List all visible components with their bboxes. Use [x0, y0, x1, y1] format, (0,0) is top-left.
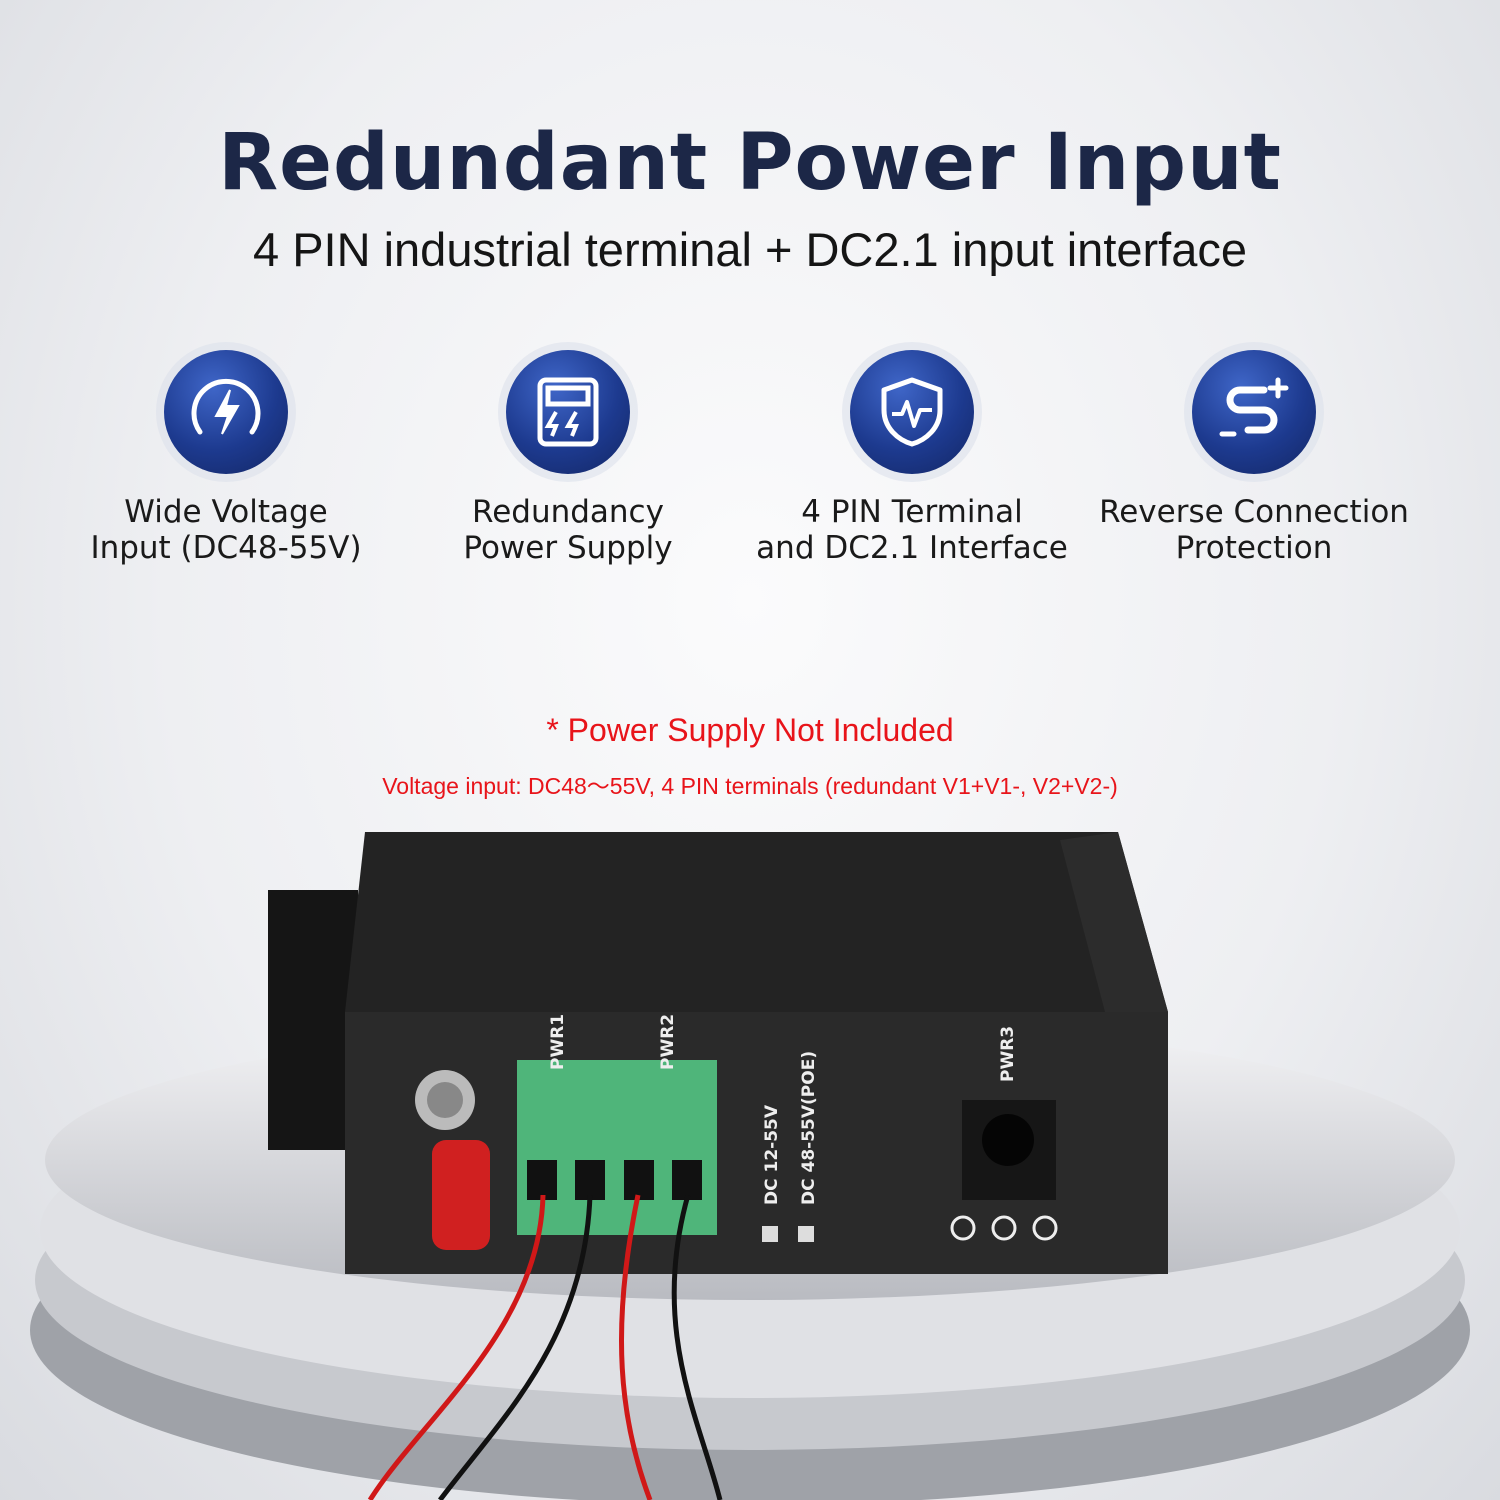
switch-device [268, 832, 1168, 1500]
feature-label-line2: Power Supply [463, 530, 673, 566]
feature-label-line2: Protection [1175, 530, 1333, 566]
pwr3-label: PWR3 [998, 1026, 1018, 1082]
reverse-connection-icon [1192, 350, 1316, 474]
pwr2-label: PWR2 [658, 1014, 678, 1070]
led-label-dc12-55v: DC 12-55V [762, 1104, 782, 1205]
page-title: Redundant Power Input [218, 118, 1282, 208]
feature-label-line1: Reverse Connection [1099, 494, 1409, 530]
feature-label-line1: Wide Voltage [124, 494, 328, 530]
product-image: PWR1 PWR2 PWR3 DC 12-55V DC 48-55V(POE) [30, 832, 1470, 1500]
led-label-dc48-55v-poe: DC 48-55V(POE) [799, 1051, 819, 1205]
feature-label-line2: Input (DC48-55V) [90, 530, 362, 566]
shield-pulse-icon [850, 350, 974, 474]
voltage-input-note: Voltage input: DC48～55V, 4 PIN terminals… [382, 773, 1118, 799]
power-supply-icon [506, 350, 630, 474]
page-subtitle: 4 PIN industrial terminal + DC2.1 input … [253, 223, 1247, 276]
gauge-lightning-icon [164, 350, 288, 474]
power-supply-note: * Power Supply Not Included [546, 712, 954, 748]
feature-label-line1: Redundancy [472, 494, 664, 530]
feature-label-line2: and DC2.1 Interface [756, 530, 1068, 566]
feature-label-line1: 4 PIN Terminal [801, 494, 1023, 530]
pwr1-label: PWR1 [548, 1014, 568, 1070]
